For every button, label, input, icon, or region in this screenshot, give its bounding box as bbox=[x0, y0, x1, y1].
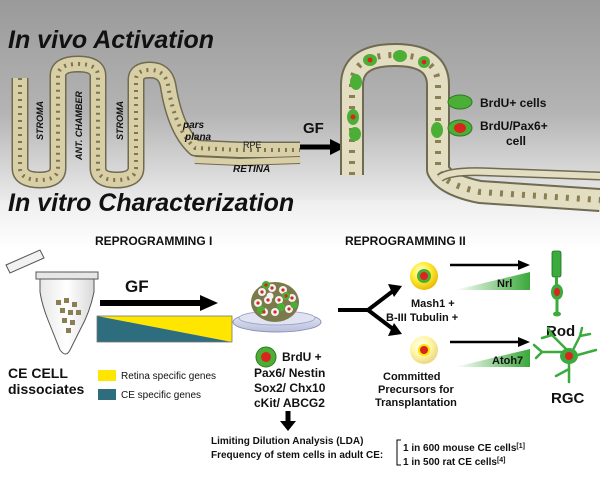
in-vivo-gf-label: GF bbox=[303, 120, 324, 137]
rgc-cell-icon bbox=[532, 326, 598, 384]
committed-line-1: Committed bbox=[383, 371, 440, 383]
in-vivo-legend: BrdU+ cells BrdU/Pax6+ cell bbox=[447, 94, 548, 148]
stroma-right-label: STROMA bbox=[115, 101, 125, 140]
pars-plana-label-1: pars bbox=[182, 120, 205, 131]
ce-cell-label-2: dissociates bbox=[8, 381, 84, 397]
committed-line-2: Precursors for bbox=[378, 384, 455, 396]
rod-precursor-icon bbox=[410, 262, 438, 290]
rgc-arrow bbox=[450, 337, 530, 347]
pars-plana-label-2: plana bbox=[184, 132, 212, 143]
reprogramming-1-label: REPROGRAMMING I bbox=[95, 234, 212, 248]
gene-expression-wedges bbox=[96, 315, 233, 343]
lda-line-1: Limiting Dilution Analysis (LDA) bbox=[211, 436, 363, 447]
ce-cell-label-1: CE CELL bbox=[8, 365, 68, 381]
mash1-label: Mash1 + bbox=[411, 298, 455, 310]
ref-mouse: [1] bbox=[516, 443, 525, 450]
legend-brdu-pax6-line1: BrdU/Pax6+ bbox=[480, 119, 548, 133]
activated-epithelium-arch bbox=[340, 43, 600, 212]
ref-rat: [4] bbox=[497, 457, 506, 464]
lda-line-2: Frequency of stem cells in adult CE: bbox=[211, 450, 383, 461]
nrl-gradient-wedge bbox=[455, 272, 530, 290]
rpe-label: RPE bbox=[243, 140, 262, 150]
lda-down-arrow bbox=[280, 411, 296, 431]
rgc-precursor-icon bbox=[410, 336, 438, 364]
nrl-label: Nrl bbox=[497, 278, 512, 290]
anterior-chamber-label: ANT. CHAMBER bbox=[74, 91, 84, 161]
branch-arrow bbox=[338, 284, 402, 336]
frequency-bracket bbox=[396, 439, 401, 466]
reprogramming-2-label: REPROGRAMMING II bbox=[345, 234, 466, 248]
legend-retina-genes: Retina specific genes bbox=[121, 371, 216, 382]
ce-genes-swatch bbox=[98, 389, 116, 400]
retina-label: RETINA bbox=[233, 164, 270, 175]
frequency-rat: 1 in 500 rat CE cells[4] bbox=[403, 457, 506, 468]
in-vitro-title: In vitro Characterization bbox=[8, 189, 294, 217]
atoh7-gradient-wedge bbox=[455, 349, 530, 367]
in-vitro-gf-label: GF bbox=[125, 277, 149, 296]
marker-line-3: Sox2/ Chx10 bbox=[254, 381, 326, 395]
in-vivo-title: In vivo Activation bbox=[8, 26, 214, 54]
rod-arrow bbox=[450, 260, 530, 270]
marker-line-2: Pax6/ Nestin bbox=[254, 366, 325, 380]
sphere-in-dish-icon bbox=[232, 281, 322, 333]
committed-line-3: Transplantation bbox=[375, 397, 457, 409]
in-vivo-gf-arrow bbox=[300, 139, 346, 155]
marker-line-1: BrdU + bbox=[282, 350, 322, 364]
stroma-left-label: STROMA bbox=[35, 101, 45, 140]
marker-cell-icon bbox=[255, 346, 277, 368]
legend-brdu-cells: BrdU+ cells bbox=[480, 96, 547, 110]
rgc-label: RGC bbox=[551, 390, 585, 407]
retina-genes-swatch bbox=[98, 370, 116, 381]
atoh7-label: Atoh7 bbox=[492, 355, 523, 367]
ciliary-epithelium-folds bbox=[11, 55, 301, 189]
legend-brdu-pax6-line2: cell bbox=[506, 134, 526, 148]
rod-cell-icon bbox=[551, 250, 563, 317]
in-vitro-gf-arrow bbox=[100, 295, 218, 311]
marker-line-4: cKit/ ABCG2 bbox=[254, 396, 325, 410]
frequency-mouse: 1 in 600 mouse CE cells[1] bbox=[403, 443, 525, 454]
btubulin-label: B-III Tubulin + bbox=[386, 312, 458, 324]
brdu-cell-swatch bbox=[447, 94, 473, 110]
tube-icon bbox=[5, 249, 99, 355]
legend-ce-genes: CE specific genes bbox=[121, 390, 201, 401]
